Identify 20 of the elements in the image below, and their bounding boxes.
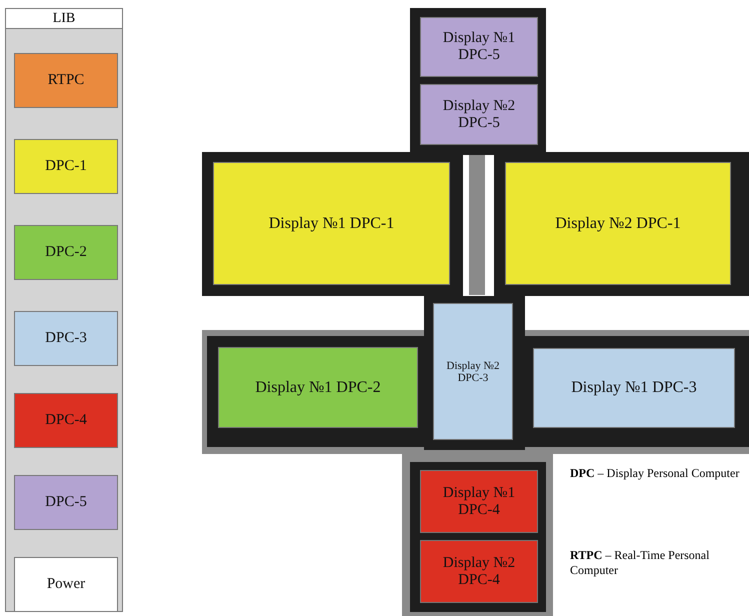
- display-screen: Display №2 DPC-1: [505, 162, 731, 285]
- unit-box: DPC-2: [14, 225, 118, 280]
- rack-panel: [5, 8, 123, 612]
- display-screen: Display №1 DPC-1: [213, 162, 450, 285]
- unit-box: DPC-1: [14, 139, 118, 194]
- display-screen: Display №1 DPC-2: [218, 347, 418, 428]
- legend-note: DPC – Display Personal Computer: [570, 466, 740, 481]
- display-screen: Display №2 DPC-3: [433, 303, 513, 440]
- display-screen: Display №2 DPC-4: [420, 540, 538, 603]
- display-screen: Display №1 DPC-5: [420, 17, 538, 77]
- unit-box: DPC-4: [14, 393, 118, 448]
- unit-box: RTPC: [14, 53, 118, 108]
- panel-header: LIB: [6, 9, 122, 29]
- display-screen: Display №1 DPC-3: [533, 348, 735, 428]
- display-screen: Display №1 DPC-4: [420, 470, 538, 533]
- unit-box: DPC-5: [14, 475, 118, 530]
- legend-note: RTPC – Real-Time Personal Computer: [570, 548, 710, 578]
- display-screen: Display №2 DPC-5: [420, 84, 538, 145]
- unit-box: Power: [14, 557, 118, 612]
- unit-box: DPC-3: [14, 311, 118, 366]
